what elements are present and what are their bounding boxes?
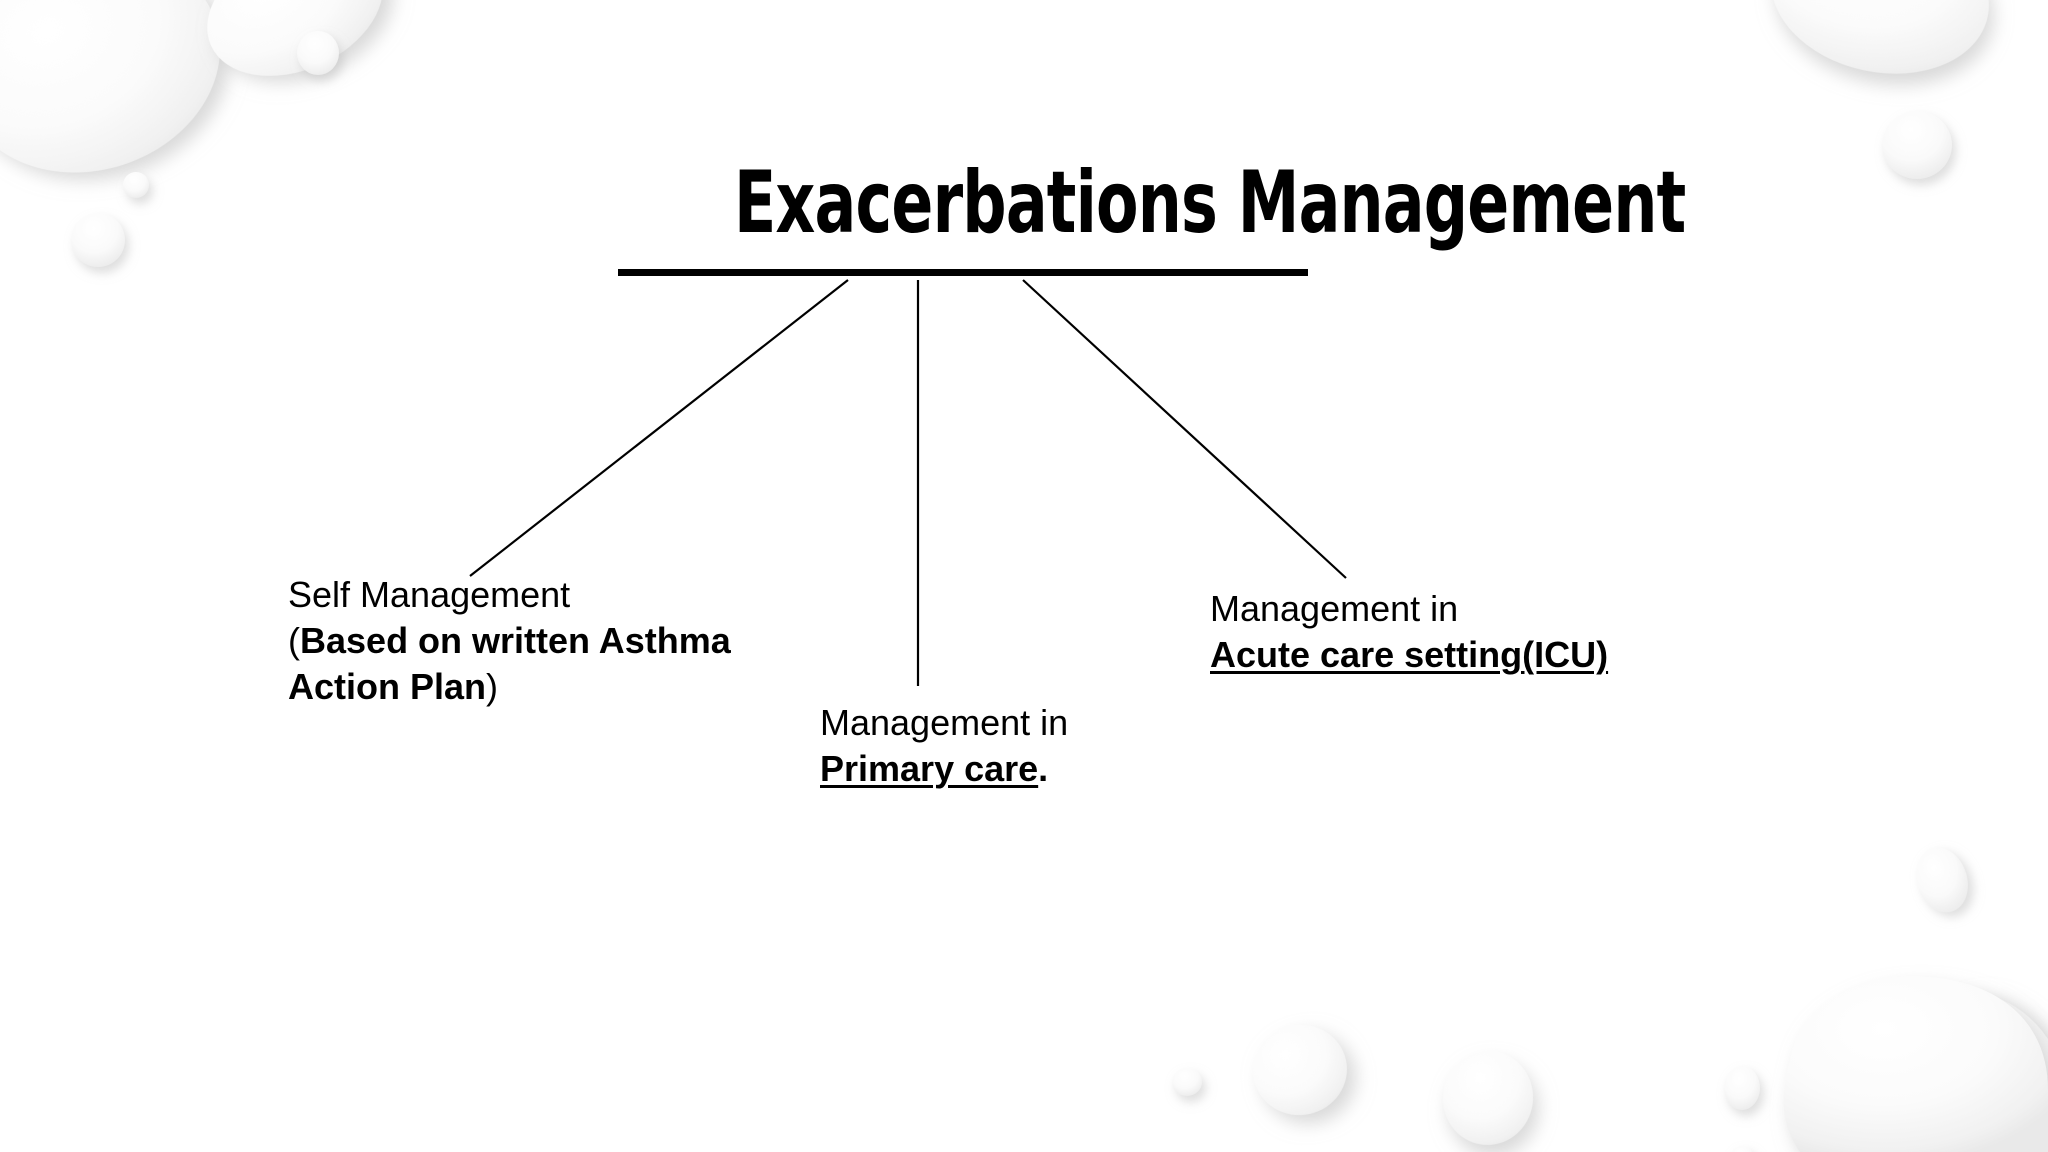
droplet-group-bottom-right bbox=[1172, 847, 2048, 1152]
droplet-small-3 bbox=[1882, 111, 1952, 179]
branch-self-management-open-paren: ( bbox=[288, 620, 300, 661]
droplet-group-top-right bbox=[1771, 0, 1989, 179]
droplet-blob bbox=[1783, 976, 2048, 1152]
branch-primary-care-line1: Management in bbox=[820, 702, 1069, 743]
droplet-tiny-4 bbox=[1731, 1146, 1753, 1152]
branch-acute-care-emphasis: Acute care setting(ICU) bbox=[1210, 634, 1609, 675]
branch-self-management-line3: Action Plan) bbox=[288, 664, 731, 710]
branch-primary-care-line2: Primary care. bbox=[820, 746, 1068, 792]
droplet-tiny-2 bbox=[1172, 1068, 1202, 1096]
branch-primary-care: Management in Primary care. bbox=[820, 700, 1068, 792]
branch-primary-care-emphasis: Primary care bbox=[820, 748, 1039, 789]
slide-title-underline bbox=[618, 269, 1308, 276]
branch-self-management-close-paren: ) bbox=[486, 666, 499, 707]
branch-self-management-emphasis-part1: Based on written Asthma bbox=[300, 620, 731, 661]
branch-acute-care-line1: Management in bbox=[1210, 588, 1459, 629]
connector-right bbox=[1022, 279, 1347, 579]
droplet-group-top-left bbox=[0, 0, 383, 267]
branch-acute-care: Management in Acute care setting(ICU) bbox=[1210, 586, 1608, 678]
droplet-large-3 bbox=[1912, 993, 2048, 1152]
branch-primary-care-trailing: . bbox=[1038, 748, 1049, 789]
slide-title-text: Exacerbations Management bbox=[733, 153, 1686, 253]
droplet-tiny-3 bbox=[1724, 1066, 1760, 1110]
droplet-small bbox=[297, 31, 339, 75]
branch-self-management-line1: Self Management bbox=[288, 574, 571, 615]
branch-self-management-emphasis-part2: Action Plan bbox=[288, 666, 487, 707]
droplet-medium bbox=[207, 0, 383, 76]
droplet-large bbox=[0, 0, 220, 173]
branch-self-management-line2: (Based on written Asthma bbox=[288, 618, 731, 664]
droplet-small-4 bbox=[1916, 847, 1968, 913]
connector-left bbox=[469, 279, 849, 577]
droplet-small-2 bbox=[71, 213, 125, 267]
branch-self-management: Self Management (Based on written Asthma… bbox=[288, 572, 731, 710]
droplet-medium-2 bbox=[1253, 1024, 1347, 1116]
slide-title: Exacerbations Management bbox=[615, 160, 1686, 246]
droplet-tiny bbox=[123, 172, 149, 198]
droplet-large-2 bbox=[1771, 0, 1989, 74]
branch-acute-care-line2: Acute care setting(ICU) bbox=[1210, 632, 1608, 678]
droplet-medium-3 bbox=[1442, 1051, 1534, 1145]
